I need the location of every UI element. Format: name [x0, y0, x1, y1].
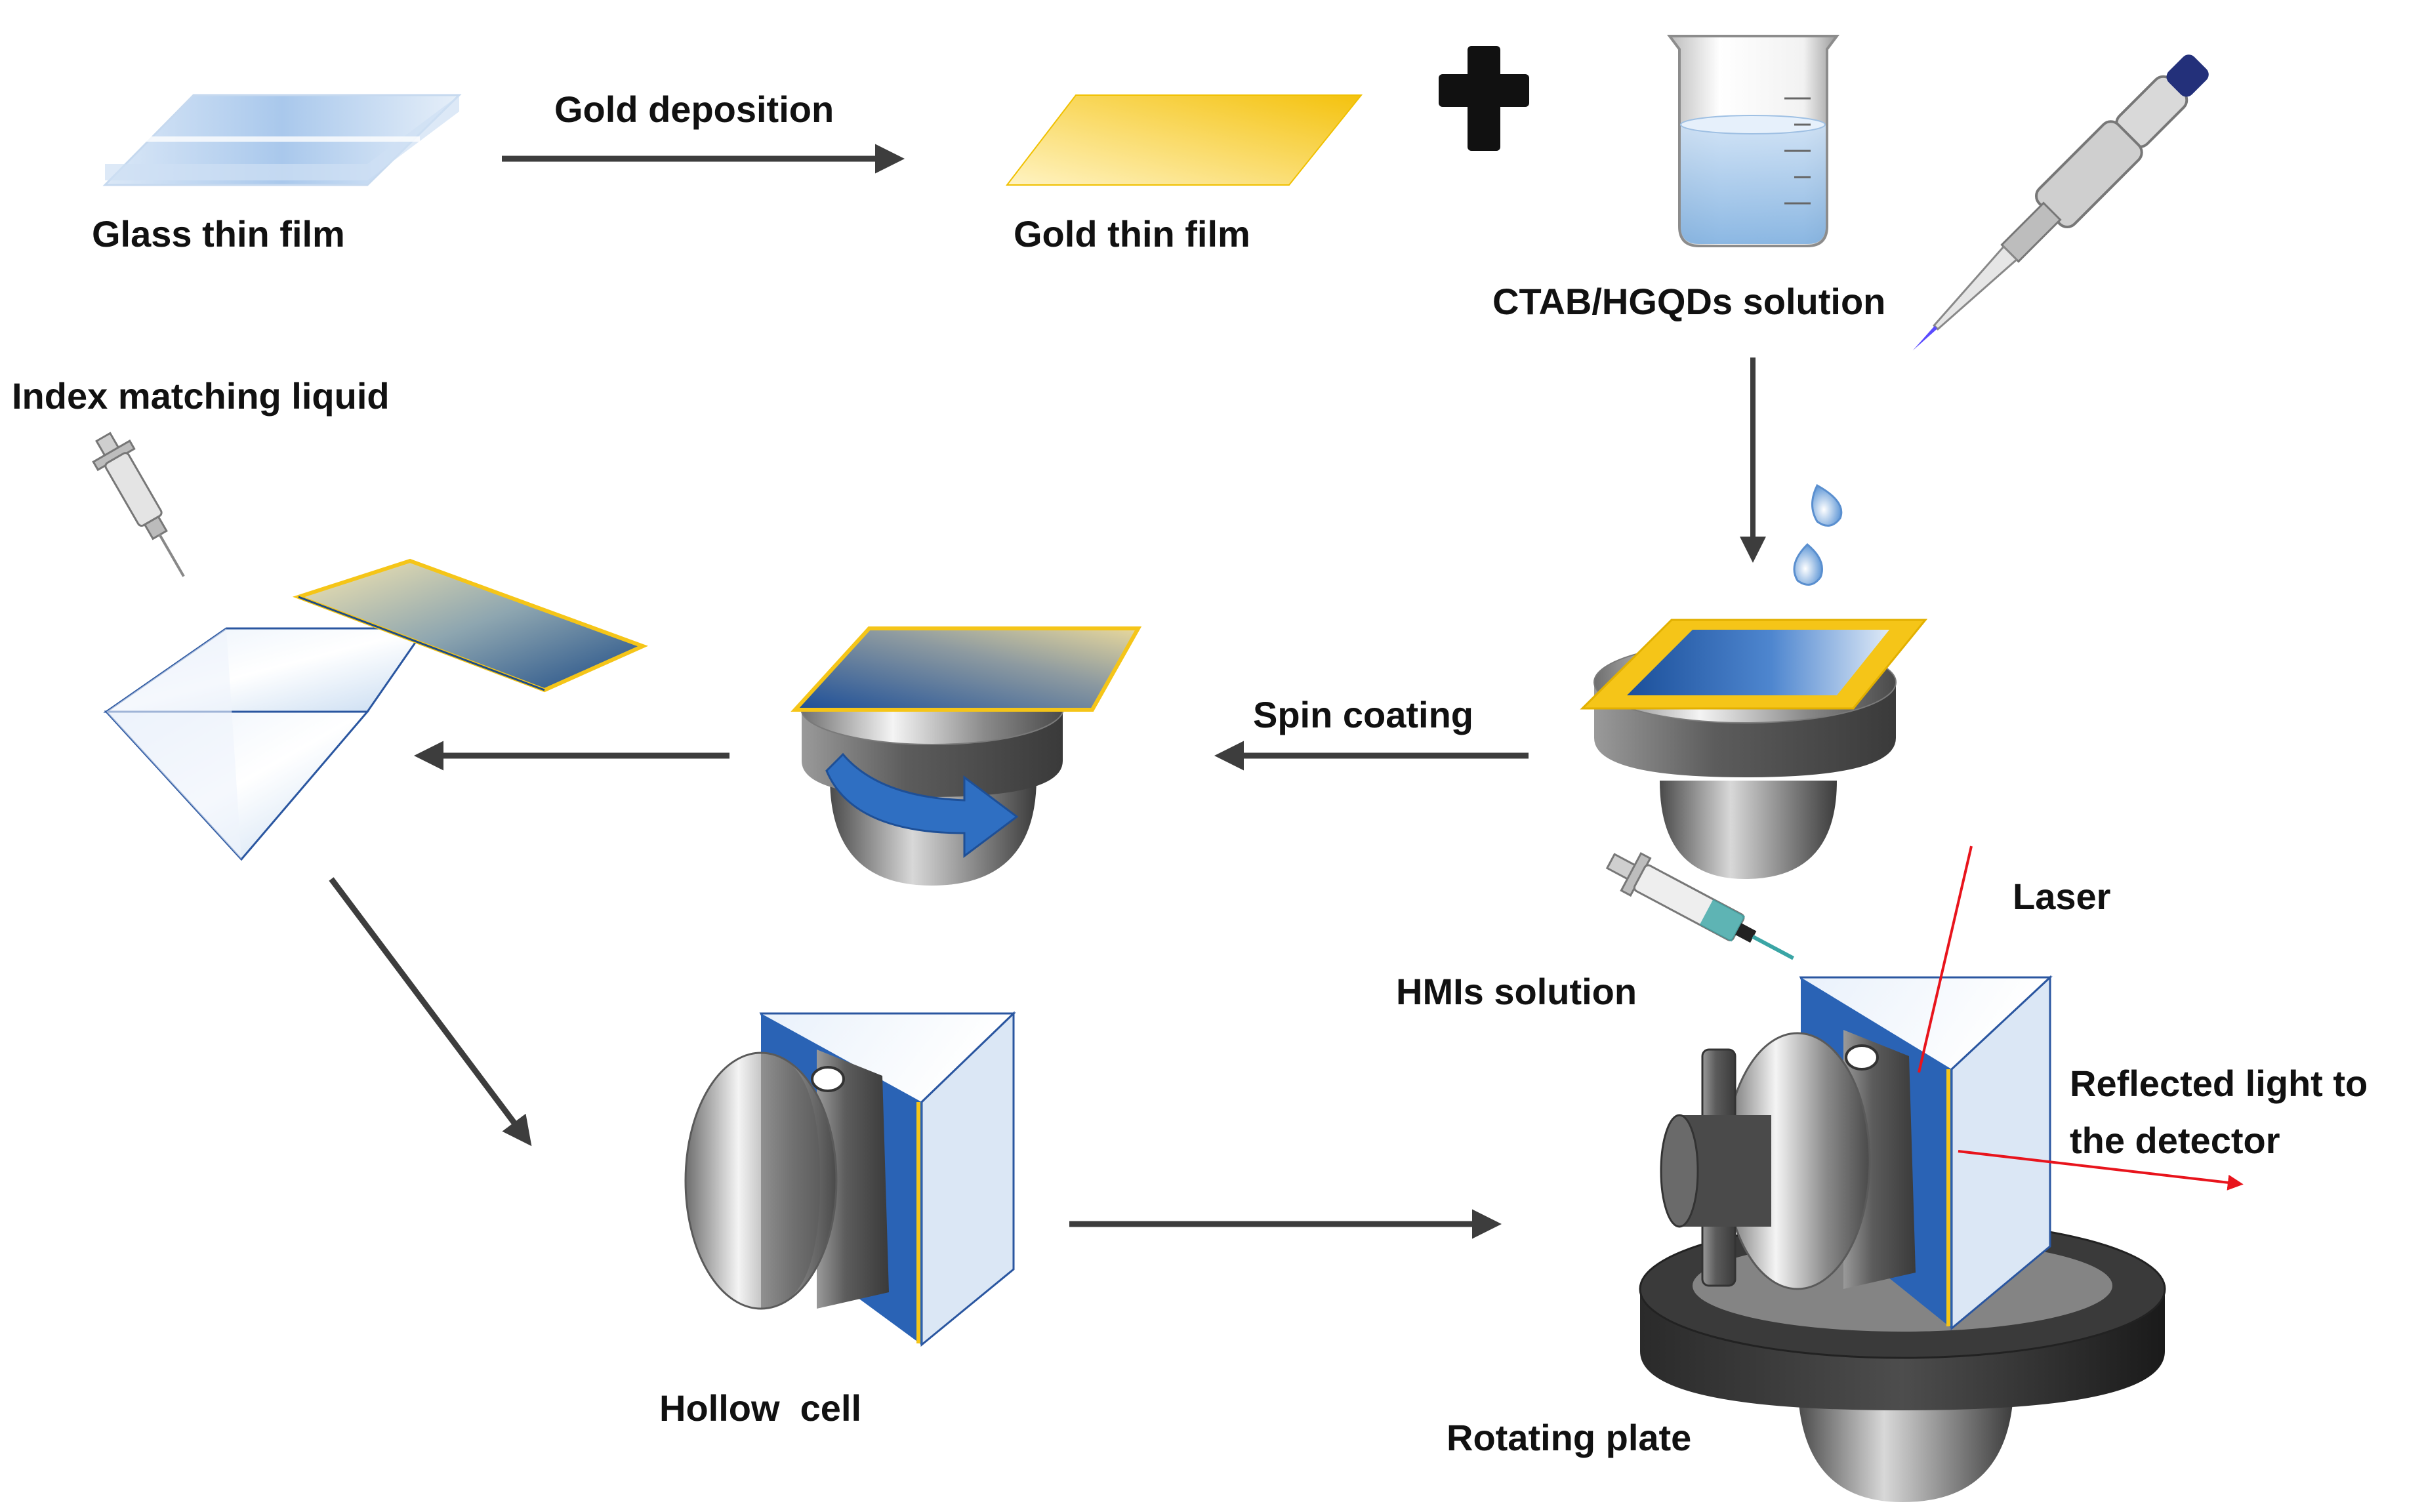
laser-beam	[1918, 846, 1973, 1073]
glass-thin-film-illustration	[102, 94, 462, 186]
index-matching-liquid-label: Index matching liquid	[12, 375, 390, 417]
spin-coating-label: Spin coating	[1253, 694, 1473, 735]
drop-icon	[1793, 542, 1823, 586]
coater-with-film-illustration	[1580, 619, 1928, 879]
beaker-icon	[1667, 35, 1839, 247]
gold-thin-film-label: Gold thin film	[1014, 213, 1250, 255]
hmis-solution-label: HMIs solution	[1396, 971, 1637, 1012]
drop-icon	[1811, 483, 1843, 527]
reflected-beam	[1958, 1150, 2244, 1191]
reflected-light-label-line2: the detector	[2070, 1120, 2280, 1161]
rotating-plate-label: Rotating plate	[1447, 1417, 1692, 1458]
laser-label: Laser	[2013, 876, 2111, 917]
gold-deposition-label: Gold deposition	[554, 89, 834, 130]
hollow-cell-label: Hollow cell	[659, 1387, 862, 1429]
syringe-icon	[92, 432, 185, 577]
ctab-hgqds-solution-label: CTAB/HGQDs solution	[1492, 281, 1886, 322]
gold-thin-film-illustration	[1005, 94, 1363, 186]
hmis-syringe-icon	[1605, 851, 1795, 960]
prism-with-film-illustration	[103, 558, 648, 861]
hollow-cell-illustration	[684, 1011, 1016, 1347]
to-hollow-cell-arrow	[329, 877, 532, 1147]
reflected-light-label-line1: Reflected light to	[2070, 1063, 2368, 1104]
sensor-cell-illustration	[1660, 975, 2053, 1331]
plus-icon	[1439, 46, 1529, 151]
spin-coater-illustration	[791, 626, 1142, 886]
glass-thin-film-label: Glass thin film	[92, 213, 345, 255]
pipette-icon	[1912, 54, 2209, 351]
